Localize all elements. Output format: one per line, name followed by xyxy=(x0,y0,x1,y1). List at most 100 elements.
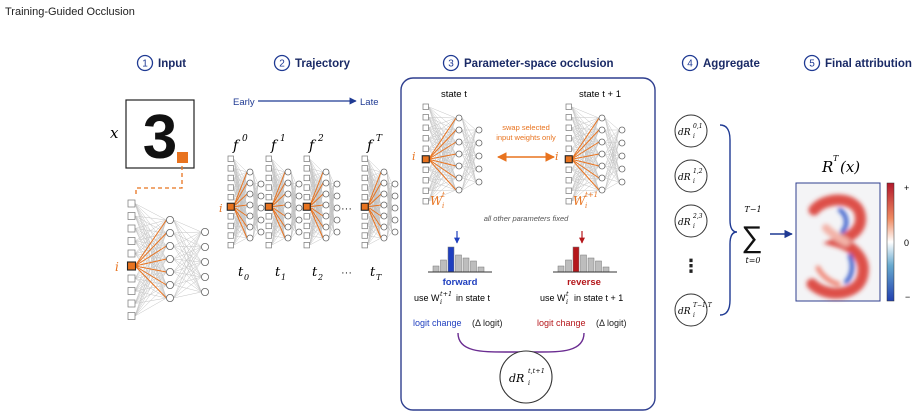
hidden-unit xyxy=(380,234,388,242)
step-number: 2 xyxy=(279,59,285,70)
input-unit xyxy=(565,198,572,205)
aggregate-item: dRT−1,Ti xyxy=(674,293,713,327)
network-edges xyxy=(367,158,393,246)
hidden-unit xyxy=(322,223,330,231)
occlusion-networks xyxy=(421,103,626,205)
highlighted-edges xyxy=(134,219,167,299)
input-unit xyxy=(227,155,234,162)
step-header-1: 1 Input xyxy=(136,54,186,72)
state-left-label: state t xyxy=(441,89,467,100)
svg-text:2: 2 xyxy=(317,134,324,144)
svg-text:T: T xyxy=(376,134,383,144)
output-unit xyxy=(200,242,209,251)
input-unit xyxy=(422,135,429,142)
logit-bar xyxy=(440,259,447,273)
colorbar-minus: − xyxy=(905,292,910,302)
input-unit xyxy=(227,222,234,230)
hidden-unit xyxy=(284,234,292,242)
hidden-unit xyxy=(380,168,388,176)
sum-lower-limit: t=0 xyxy=(745,256,760,265)
hidden-unit xyxy=(284,223,292,231)
input-unit xyxy=(422,103,429,110)
hidden-unit xyxy=(455,114,463,122)
aggregate-item-base: dR xyxy=(678,173,691,183)
input-unit xyxy=(227,184,234,191)
step-header-4: 4 Aggregate xyxy=(681,54,760,72)
output-unit xyxy=(295,228,303,236)
input-unit xyxy=(303,213,310,220)
svg-text:(x): (x) xyxy=(840,158,860,176)
hidden-unit xyxy=(455,138,463,146)
input-unit xyxy=(422,124,429,131)
hidden-unit xyxy=(246,212,254,220)
trajectory-networks xyxy=(226,155,399,249)
hidden-unit xyxy=(322,234,330,242)
forward-logit-change: logit change (Δ logit) xyxy=(413,318,503,328)
svg-text:(Δ logit): (Δ logit) xyxy=(596,318,627,328)
step-title-aggregate: Aggregate xyxy=(703,58,760,70)
colorbar-plus: + xyxy=(904,183,909,193)
output-unit xyxy=(333,180,341,188)
hidden-unit xyxy=(455,150,463,158)
input-unit xyxy=(565,135,572,142)
hidden-unit xyxy=(322,190,330,198)
svg-text:0: 0 xyxy=(244,273,249,282)
svg-text:i: i xyxy=(442,202,444,210)
logit-bar xyxy=(580,254,587,273)
hidden-unit xyxy=(165,280,174,289)
logit-bar xyxy=(477,266,485,273)
input-unit xyxy=(127,237,136,245)
trajectory-network-2 xyxy=(302,155,341,249)
model-label-f0: f 0 xyxy=(232,134,248,154)
input-unit xyxy=(265,232,272,239)
input-unit xyxy=(361,155,368,162)
output-unit xyxy=(475,178,483,186)
svg-text:dR: dR xyxy=(509,372,524,385)
output-unit xyxy=(333,192,341,200)
input-unit xyxy=(361,174,368,182)
svg-text:use W: use W xyxy=(414,293,440,303)
hidden-unit xyxy=(598,126,606,134)
svg-text:t,t+1: t,t+1 xyxy=(528,367,545,375)
step-title-input: Input xyxy=(158,58,186,70)
output-unit xyxy=(295,204,303,212)
aggregate-item-sup: 2,3 xyxy=(692,213,703,220)
svg-text:i: i xyxy=(585,202,587,210)
input-unit xyxy=(422,198,429,205)
weight-left-label: W t i xyxy=(430,191,445,210)
hidden-unit xyxy=(322,168,330,176)
input-unit xyxy=(227,242,234,249)
logit-bar xyxy=(432,265,440,273)
hidden-unit xyxy=(322,212,330,220)
svg-text:logit change: logit change xyxy=(537,318,586,328)
input-unit xyxy=(422,145,429,152)
hidden-unit xyxy=(598,150,606,158)
occlusion-node-label-left: i xyxy=(412,150,416,163)
input-digit: 3 xyxy=(143,103,177,172)
input-unit xyxy=(127,299,136,308)
forward-desc: use W t+1 i in state t xyxy=(414,290,491,306)
svg-text:t: t xyxy=(566,290,569,298)
input-unit xyxy=(303,165,310,172)
input-unit xyxy=(127,312,136,320)
hidden-unit xyxy=(455,174,463,182)
input-unit xyxy=(361,232,368,239)
input-unit xyxy=(565,103,572,110)
svg-text:W: W xyxy=(573,194,587,208)
forward-merge-line xyxy=(457,332,520,353)
aggregate-item: dR1,2i xyxy=(674,159,708,193)
output-unit xyxy=(618,178,626,186)
input-unit xyxy=(303,174,310,182)
step-header-3: 3 Parameter-space occlusion xyxy=(442,54,614,72)
output-unit xyxy=(391,216,399,224)
reverse-desc: use W t i in state t + 1 xyxy=(540,290,623,306)
hidden-unit xyxy=(165,228,174,237)
input-unit xyxy=(227,165,234,172)
time-ellipsis: ··· xyxy=(341,267,352,279)
hidden-unit xyxy=(598,138,606,146)
attribution-heatmap xyxy=(806,194,869,299)
swap-label-line2: input weights only xyxy=(496,133,556,142)
time-label-t1: t 1 xyxy=(275,265,286,282)
svg-text:t+1: t+1 xyxy=(440,290,452,298)
input-unit xyxy=(361,213,368,220)
